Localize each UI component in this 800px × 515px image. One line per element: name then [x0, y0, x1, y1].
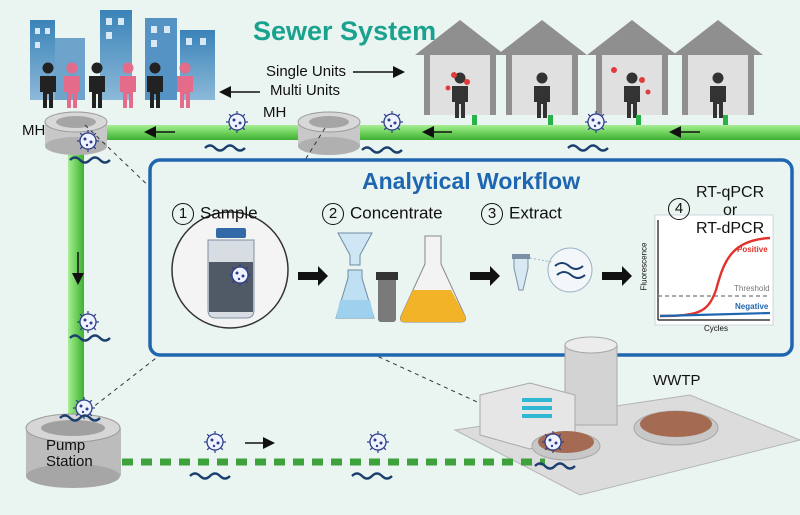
negative-curve [659, 311, 771, 318]
extract-tube [512, 247, 593, 293]
pcr-positive-label: Positive [737, 245, 768, 254]
step-number-2: 2 [322, 203, 344, 225]
step-pcr: 4 [668, 198, 696, 220]
pcr-ylabel: Fluorescence [639, 242, 649, 291]
house-connections [472, 115, 728, 132]
wwtp-label: WWTP [653, 372, 701, 389]
houses [415, 20, 763, 118]
step-sample: 1 Sample [172, 203, 258, 225]
pcr-xlabel: Cycles [704, 324, 729, 333]
step-number-4: 4 [668, 198, 690, 220]
workflow-step-arrows [298, 266, 632, 286]
step-label-concentrate: Concentrate [350, 203, 443, 223]
step-concentrate: 2 Concentrate [322, 203, 443, 225]
manhole-left [44, 111, 108, 155]
pump-station [25, 413, 121, 488]
wwtp-plant [453, 336, 800, 496]
step-number-3: 3 [481, 203, 503, 225]
single-units-label: Single Units [266, 63, 347, 80]
multi-units-label: Multi Units [270, 82, 341, 99]
step-number-1: 1 [172, 203, 194, 225]
pcr-plot [654, 214, 774, 326]
step-extract: 3 Extract [481, 203, 562, 225]
pcr-threshold-label: Threshold [734, 284, 770, 293]
pcr-negative-label: Negative [735, 302, 769, 311]
analytical-workflow-title: Analytical Workflow [362, 168, 581, 194]
vertical-sewer-pipe [68, 150, 84, 435]
manhole-middle [297, 111, 361, 155]
pump-station-label: Pump Station [46, 437, 93, 470]
sewer-system-title: Sewer System [253, 16, 437, 46]
sample-magnifier [171, 211, 289, 329]
step-label-extract: Extract [509, 203, 562, 223]
step-label-sample: Sample [200, 203, 258, 223]
manhole-label-middle: MH [263, 104, 287, 121]
manhole-label-left: MH [22, 122, 46, 139]
step-label-pcr: RT-qPCR or RT-dPCR [696, 184, 765, 237]
analytical-workflow-box [148, 158, 794, 357]
concentrate-equipment [335, 232, 466, 323]
